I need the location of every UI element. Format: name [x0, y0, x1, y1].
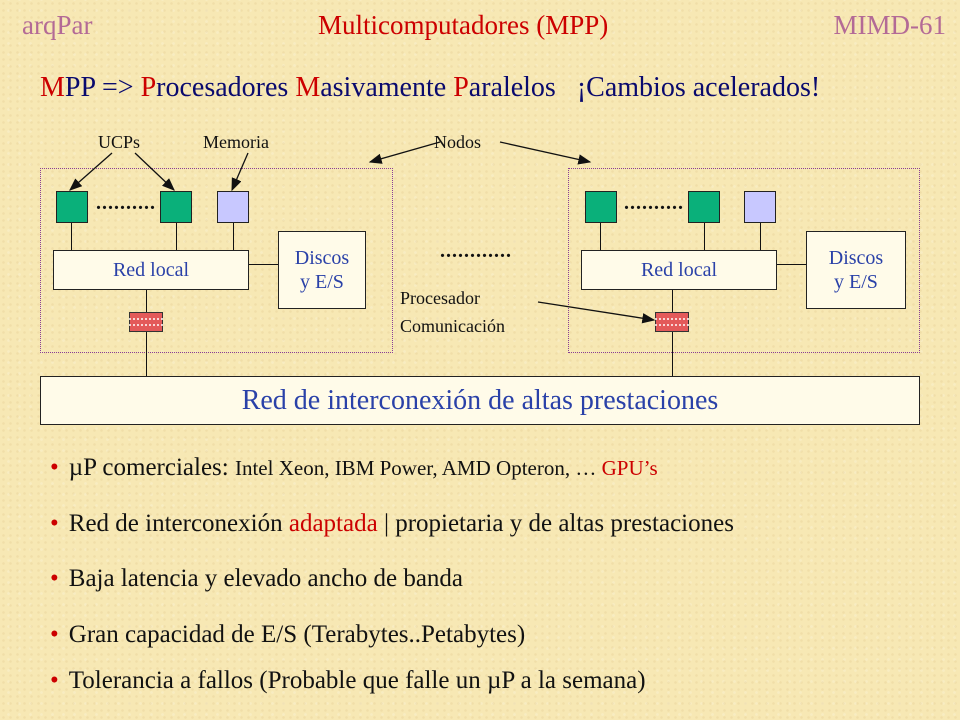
- subtitle-letter-p: P: [140, 72, 157, 103]
- subtitle-text: asivamente: [320, 72, 454, 103]
- bullet-text: Gran capacidad de E/S (Terabytes..Petaby…: [68, 621, 526, 648]
- cpu-ellipsis: ..........: [624, 192, 684, 214]
- bullet-text: Red de interconexión: [68, 510, 289, 537]
- connector-line: [600, 223, 601, 250]
- interconnect-box: Red de interconexión de altas prestacion…: [40, 376, 920, 425]
- bullet-2: • Red de interconexión adaptada | propiet…: [50, 510, 734, 538]
- bullet-text-highlight: adaptada: [288, 510, 378, 537]
- bullet-text: Tolerancia a fallos (Probable que falle …: [68, 667, 646, 694]
- subtitle-text: PP =>: [64, 72, 141, 103]
- subtitle-letter-p: P: [453, 72, 469, 103]
- arrow-nodos-right: [499, 141, 592, 165]
- comm-processor-icon: [129, 312, 163, 332]
- subtitle-tail: ¡Cambios acelerados!: [576, 72, 821, 103]
- cpu-ellipsis: ..........: [96, 192, 156, 214]
- connector-line: [146, 332, 147, 376]
- connector-line: [71, 223, 72, 250]
- arrow-ucps-1: [69, 152, 113, 191]
- bullet-text: | propietaria y de altas prestaciones: [377, 510, 734, 537]
- bullet-text: Baja latencia y elevado ancho de banda: [68, 565, 464, 592]
- subtitle-letter-m: M: [40, 72, 65, 103]
- bullet-3: • Baja latencia y elevado ancho de banda: [50, 565, 463, 593]
- connector-line: [249, 264, 278, 265]
- header-left: arqPar: [22, 10, 93, 40]
- discos-label: y E/S: [300, 271, 344, 293]
- nodes-ellipsis: ............: [440, 240, 512, 262]
- node-1: [40, 168, 393, 353]
- label-comunicacion: Comunicación: [400, 316, 505, 336]
- connector-line: [146, 290, 147, 312]
- connector-line: [760, 223, 761, 250]
- connector-line: [704, 223, 705, 250]
- red-local-box: Red local: [581, 250, 777, 290]
- memory-block: [744, 191, 776, 223]
- red-local-box: Red local: [53, 250, 249, 290]
- connector-line: [777, 264, 806, 265]
- label-procesador: Procesador: [400, 288, 480, 308]
- label-memoria: Memoria: [203, 132, 269, 152]
- arrow-procesador: [537, 301, 656, 324]
- cpu-block: [688, 191, 720, 223]
- discos-label: Discos: [828, 247, 884, 269]
- connector-line: [672, 332, 673, 376]
- arrow-ucps-2: [134, 152, 175, 191]
- bullet-dot: •: [50, 565, 59, 592]
- node-2: [568, 168, 920, 353]
- bullet-text-gpu: GPU’s: [601, 456, 658, 480]
- label-nodos: Nodos: [434, 132, 482, 152]
- connector-line: [233, 223, 234, 250]
- discos-label: y E/S: [834, 271, 878, 293]
- bullet-dot: •: [50, 621, 59, 648]
- cpu-block: [160, 191, 192, 223]
- subtitle-text: rocesadores: [156, 72, 296, 103]
- bullet-text-small: Intel Xeon, IBM Power, AMD Opteron, …: [234, 456, 602, 480]
- subtitle-letter-m: M: [295, 72, 321, 103]
- bullet-dot: •: [50, 667, 59, 694]
- memory-block: [217, 191, 249, 223]
- bullet-5: • Tolerancia a fallos (Probable que falle…: [50, 667, 646, 695]
- subtitle-text: aralelos: [468, 72, 556, 103]
- discos-label: Discos: [294, 247, 350, 269]
- cpu-block: [56, 191, 88, 223]
- slide-title: Multicomputadores (MPP): [318, 10, 609, 40]
- bullet-1: • µP comerciales: Intel Xeon, IBM Power, …: [50, 454, 658, 482]
- arrow-memoria: [231, 152, 249, 192]
- connector-line: [672, 290, 673, 312]
- bullet-dot: •: [50, 510, 59, 537]
- connector-line: [176, 223, 177, 250]
- bullet-4: • Gran capacidad de E/S (Terabytes..Petab…: [50, 621, 525, 649]
- comm-processor-icon: [655, 312, 689, 332]
- subtitle: MPP => Procesadores Masivamente Paralelo…: [40, 72, 820, 104]
- arrow-nodos-left: [368, 141, 441, 164]
- bullet-text: µP comerciales:: [68, 454, 235, 481]
- label-ucps: UCPs: [98, 132, 141, 152]
- cpu-block: [585, 191, 617, 223]
- bullet-dot: •: [50, 454, 59, 481]
- header-right: MIMD-61: [833, 10, 947, 40]
